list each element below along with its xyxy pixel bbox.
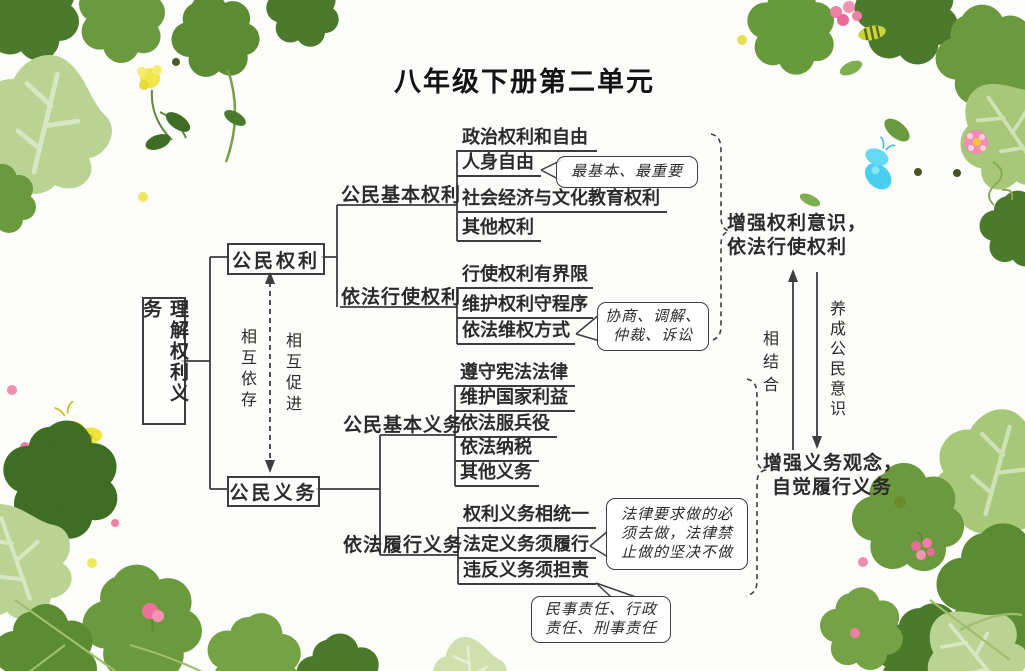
duties-summary-line2: 自觉履行义务	[772, 477, 893, 498]
callout-remedy-line1: 协商、调解、	[604, 308, 701, 325]
item-legal-duties-must-perform: 法定义务须履行	[458, 534, 596, 559]
branch-exercise-rights: 依法行使权利	[341, 287, 462, 308]
duties-summary: 增强义务观念， 自觉履行义务	[763, 452, 903, 500]
item-violation-bears-liability: 违反义务须担责	[458, 560, 596, 585]
item-military-service: 依法服兵役	[455, 413, 557, 438]
item-rights-have-limits: 行使权利有界限	[457, 264, 593, 289]
item-other-rights: 其他权利	[457, 217, 541, 242]
rights-brace	[709, 133, 732, 342]
duties-summary-line1: 增强义务观念，	[763, 453, 904, 474]
branch-basic-rights: 公民基本权利	[341, 185, 462, 206]
callout-remedy-line2: 仲裁、诉讼	[612, 327, 693, 344]
leaf-cluster-bottom-left	[0, 385, 508, 671]
pink-bud-icon	[142, 603, 164, 633]
item-obey-constitution: 遵守宪法法律	[455, 362, 575, 387]
callout-liability-line2: 责任、刑事责任	[544, 620, 657, 637]
root-node: 理解权利义务	[140, 297, 188, 425]
item-socioeconomic-rights: 社会经济与文化教育权利	[457, 188, 667, 213]
duties-brace	[745, 378, 768, 597]
berries-icon	[830, 1, 862, 26]
page-title: 八年级下册第二单元	[394, 67, 655, 97]
node-citizen-rights: 公民权利	[227, 243, 325, 275]
leaf-cluster-top-left	[0, 0, 339, 233]
mutual-relation-arrow	[265, 271, 275, 473]
callout-remedy-methods: 协商、调解、 仲裁、诉讼	[597, 302, 709, 351]
blue-butterfly-icon	[864, 136, 896, 190]
berries-icon	[911, 531, 935, 560]
label-mutual-dependence: 相互依存	[238, 328, 255, 412]
caterpillar-icon	[858, 25, 886, 41]
label-combine: 相结合	[760, 330, 777, 399]
callout-law-line1: 法律要求做的必	[620, 506, 733, 523]
connector-lines	[181, 150, 637, 598]
item-rights-duties-unified: 权利义务相统一	[458, 504, 596, 529]
callout-liability-line1: 民事责任、行政	[544, 601, 657, 618]
item-safeguard-national-interest: 维护国家利益	[455, 387, 575, 412]
item-political-rights: 政治权利和自由	[457, 127, 597, 152]
rights-summary-line1: 增强权利意识，	[727, 213, 868, 234]
yellow-flower-icon	[137, 65, 162, 90]
callout-most-basic: 最基本、最重要	[556, 156, 698, 188]
leaf-cluster-top-right	[737, 0, 1025, 267]
rights-summary: 增强权利意识， 依法行使权利	[727, 212, 867, 260]
callout-law-line2: 须去做，法律禁	[620, 525, 733, 542]
item-lawful-remedies: 依法维权方式	[457, 320, 575, 345]
item-other-duties: 其他义务	[455, 462, 539, 487]
label-mutual-promotion: 相互促进	[283, 332, 300, 416]
callout-law-line3: 止做的坚决不做	[620, 544, 733, 561]
label-cultivate-citizen-awareness: 养成公民意识	[827, 300, 844, 420]
node-citizen-duties: 公民义务	[227, 476, 320, 507]
branch-fulfill-duties: 依法履行义务	[343, 535, 464, 556]
item-personal-freedom: 人身自由	[457, 152, 541, 177]
pink-flower-icon	[964, 130, 988, 154]
item-pay-taxes: 依法纳税	[455, 437, 539, 462]
combine-arrows	[788, 269, 822, 450]
item-follow-procedure: 维护权利守程序	[457, 294, 593, 319]
callout-liability-types: 民事责任、行政 责任、刑事责任	[531, 596, 671, 643]
callout-law-requirements: 法律要求做的必 须去做，法律禁 止做的坚决不做	[606, 498, 748, 570]
root-node-label: 理解权利义务	[140, 299, 188, 404]
leaf-cluster-bottom-right	[820, 393, 1025, 671]
rights-summary-line2: 依法行使权利	[727, 237, 848, 258]
callout-most-basic-text: 最基本、最重要	[570, 163, 683, 180]
branch-basic-duties: 公民基本义务	[343, 415, 464, 436]
